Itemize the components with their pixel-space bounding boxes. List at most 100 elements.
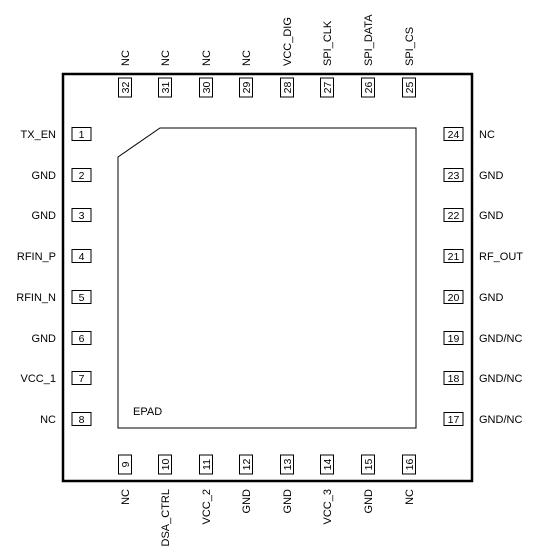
- pin-pad: [443, 168, 464, 182]
- pin-pad: [361, 77, 375, 98]
- pin-name: SPI_CS: [404, 27, 416, 66]
- pin-pad: [443, 208, 464, 222]
- pin-number: 21: [448, 251, 460, 263]
- pin-pad: [71, 208, 92, 222]
- pin-number: 1: [79, 129, 85, 141]
- pin-number: 14: [322, 459, 334, 471]
- pin-number: 19: [448, 333, 460, 345]
- pin-pad: [71, 290, 92, 304]
- pin-number: 12: [241, 459, 253, 471]
- pin-name: VCC_3: [322, 489, 334, 524]
- pin-pad: [320, 77, 334, 98]
- pin-pad: [118, 454, 132, 475]
- pin-pad: [280, 454, 294, 475]
- pin-8: 8NC: [40, 412, 92, 426]
- pin-number: 11: [201, 459, 213, 470]
- pin-number: 24: [448, 129, 460, 141]
- pin-name: GND: [32, 170, 57, 182]
- pin-name: GND/NC: [479, 333, 522, 345]
- pin-26: 26 SPI_DATA: [361, 14, 375, 98]
- pin-name: NC: [120, 489, 132, 505]
- pin-name: NC: [479, 129, 495, 141]
- pin-pad: [443, 127, 464, 141]
- pin-name: DSA_CTRL: [160, 489, 172, 546]
- pin-number: 7: [79, 373, 85, 385]
- pin-5: 5 RFIN_N: [16, 290, 92, 304]
- pin-28: 28 VCC_DIG: [280, 17, 294, 98]
- pin-4: 4 RFIN_P: [17, 249, 92, 263]
- pin-name: RFIN_N: [16, 292, 56, 304]
- pin-name: VCC_DIG: [282, 17, 294, 66]
- pin-pad: [402, 454, 416, 475]
- pin-name: NC: [404, 489, 416, 505]
- pin-number: 26: [363, 82, 375, 94]
- pin-pad: [199, 454, 213, 475]
- pin-name: NC: [201, 50, 213, 66]
- pin-23: 23 GND: [443, 168, 504, 182]
- pin-name: TX_EN: [21, 129, 57, 141]
- pin-name: GND/NC: [479, 373, 522, 385]
- pin-21: 21 RF_OUT: [443, 249, 523, 263]
- pin-9: 9NC: [118, 454, 132, 505]
- pin-name: GND: [32, 210, 57, 222]
- pin-number: 10: [160, 459, 172, 471]
- pins-layer: 1TX_EN2GND3GND4RFIN_P5RFIN_N6GND7VCC_18N…: [16, 14, 523, 547]
- pin-name: RFIN_P: [17, 251, 56, 263]
- pin-number: 18: [448, 373, 460, 385]
- pin-number: 5: [79, 292, 85, 304]
- pin-name: SPI_DATA: [363, 14, 375, 66]
- pin-number: 23: [448, 170, 460, 182]
- pin-name: RF_OUT: [479, 251, 523, 263]
- pin-name: NC: [160, 50, 172, 66]
- pin-number: 4: [79, 251, 85, 263]
- pin-pad: [158, 77, 172, 98]
- pin-name: VCC_1: [21, 373, 56, 385]
- pin-24: 24 NC: [443, 127, 495, 141]
- pin-pad: [361, 454, 375, 475]
- pin-pad: [443, 249, 464, 263]
- epad-outline: [117, 127, 417, 429]
- pin-pad: [239, 454, 253, 475]
- pin-number: 29: [241, 82, 253, 94]
- pin-number: 31: [160, 82, 172, 94]
- pin-pad: [158, 454, 172, 475]
- package-body: [61, 72, 474, 483]
- pin-19: 19 GND/NC: [443, 331, 522, 345]
- pin-number: 9: [120, 461, 132, 467]
- pin-pad: [71, 331, 92, 345]
- pin-number: 20: [448, 292, 460, 304]
- pin-number: 28: [282, 82, 294, 94]
- pin-number: 32: [120, 82, 132, 94]
- pin-pad: [443, 331, 464, 345]
- pin-7: 7 VCC_1: [21, 371, 92, 385]
- pin-pad: [239, 77, 253, 98]
- pin-32: 32 NC: [118, 50, 132, 98]
- pin-name: GND: [32, 333, 57, 345]
- pin-pad: [320, 454, 334, 475]
- pin-pad: [402, 77, 416, 98]
- pin-18: 18 GND/NC: [443, 371, 522, 385]
- pin-pad: [443, 371, 464, 385]
- pin-pad: [118, 77, 132, 98]
- pin-pad: [71, 412, 92, 426]
- pin-name: GND: [479, 210, 504, 222]
- pin-name: NC: [241, 50, 253, 66]
- pin-name: GND: [363, 489, 375, 514]
- pin-name: VCC_2: [201, 489, 213, 524]
- pin-name: GND: [479, 170, 504, 182]
- pin-name: NC: [120, 50, 132, 66]
- pin-number: 27: [322, 82, 334, 94]
- pin-name: GND: [282, 489, 294, 514]
